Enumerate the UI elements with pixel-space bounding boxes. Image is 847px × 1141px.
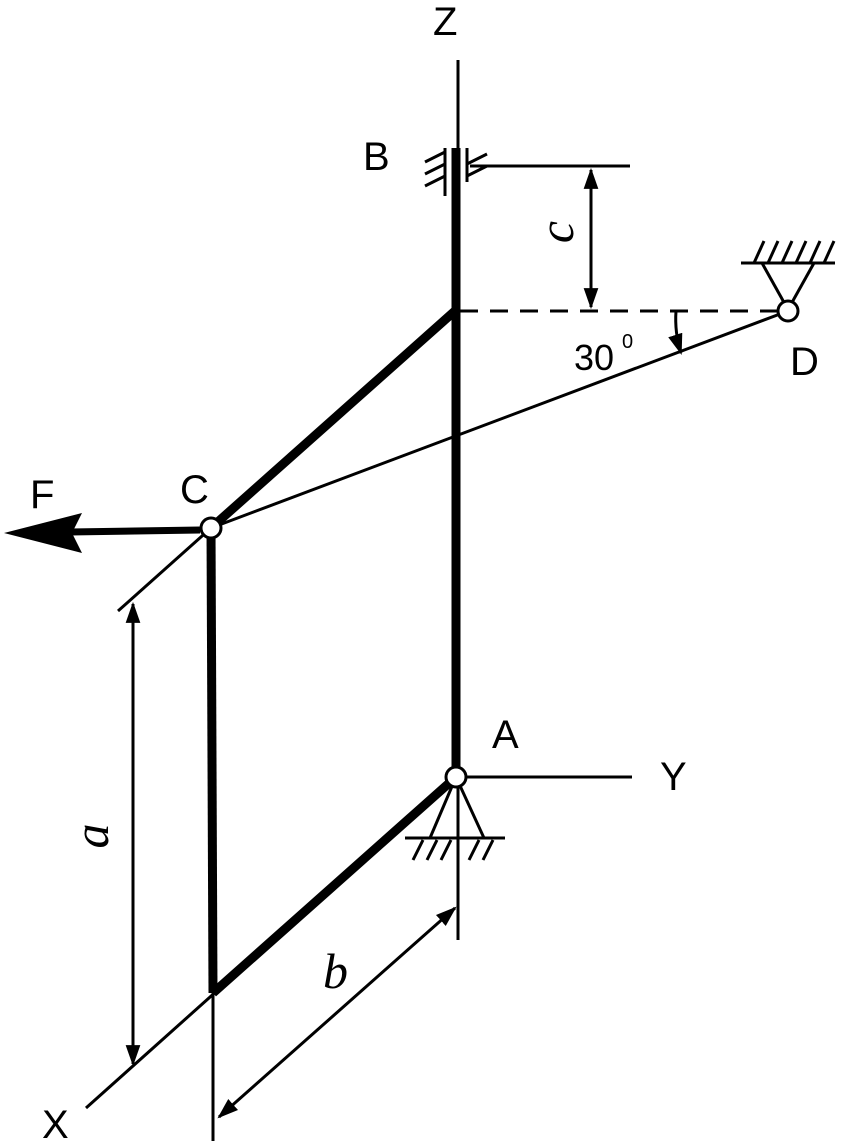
pin-support-d bbox=[741, 240, 836, 307]
angle-unit-label: 0 bbox=[622, 331, 633, 353]
pin-support-a bbox=[405, 776, 505, 861]
point-d-label: D bbox=[790, 340, 819, 384]
dim-c-label: c bbox=[528, 221, 584, 243]
dim-a-label: a bbox=[63, 824, 119, 849]
pin-c bbox=[199, 516, 223, 540]
pin-a bbox=[444, 765, 468, 789]
bar-c-upper bbox=[208, 306, 459, 532]
angle-arc bbox=[668, 310, 683, 356]
dim-b-arrow bbox=[217, 906, 457, 1119]
z-axis-label: Z bbox=[433, 0, 457, 44]
bearing-b bbox=[424, 148, 488, 196]
y-axis-label: Y bbox=[660, 755, 687, 799]
bar-c-vertical bbox=[206, 527, 218, 994]
c-x-extension bbox=[117, 526, 212, 613]
dim-b-label: b bbox=[323, 943, 348, 999]
x-axis-label: X bbox=[42, 1103, 69, 1141]
force-f-shaft bbox=[69, 526, 201, 536]
rope-cd bbox=[210, 309, 789, 530]
point-a-label: A bbox=[492, 713, 519, 757]
force-f-arrowhead bbox=[4, 513, 82, 553]
pin-d bbox=[776, 299, 800, 323]
point-b-label: B bbox=[363, 135, 390, 179]
force-f-label: F bbox=[30, 473, 54, 517]
point-c-label: C bbox=[180, 468, 209, 512]
angle-value-label: 30 bbox=[574, 337, 614, 378]
